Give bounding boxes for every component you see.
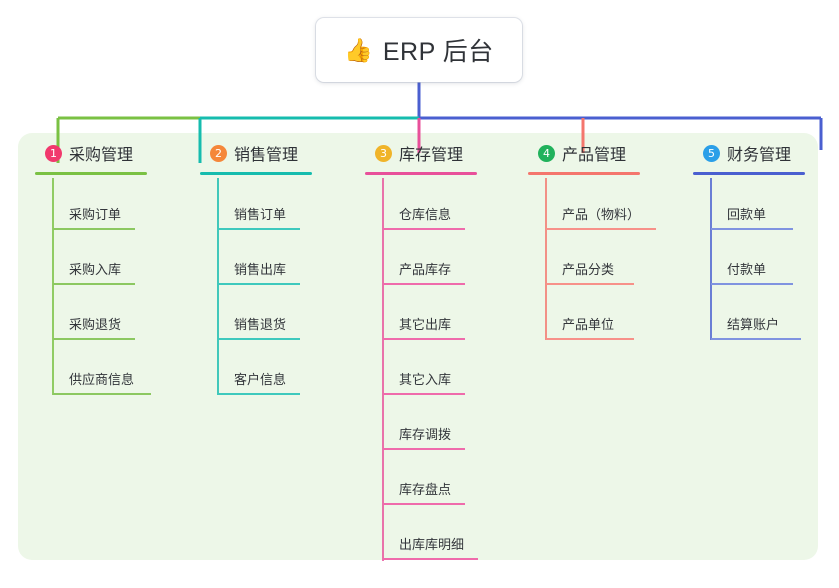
leaf-item[interactable]: 付款单 — [693, 230, 815, 285]
leaf-rule — [383, 228, 465, 230]
leaf-item[interactable]: 销售退货 — [200, 285, 318, 340]
leaf-label: 产品（物料） — [562, 207, 641, 222]
branch-title-4: 产品管理 — [562, 147, 627, 164]
branch-header-5[interactable]: 5 财务管理 — [693, 140, 815, 166]
leaf-label: 库存调拨 — [399, 427, 452, 442]
leaf-label: 销售出库 — [234, 262, 287, 277]
leaf-rule — [383, 448, 465, 450]
branches-panel — [18, 133, 818, 560]
leaf-rule — [546, 338, 634, 340]
leaf-label: 其它入库 — [399, 372, 452, 387]
root-title: ERP 后台 — [382, 38, 494, 66]
leaf-item[interactable]: 供应商信息 — [35, 340, 165, 395]
leaf-label: 产品库存 — [399, 262, 452, 277]
leaf-rule — [711, 228, 793, 230]
leaf-item[interactable]: 采购订单 — [35, 175, 165, 230]
leaf-item[interactable]: 销售订单 — [200, 175, 318, 230]
leaf-label: 客户信息 — [234, 372, 287, 387]
branch-column-3: 3 库存管理 仓库信息 产品库存 其它出库 其它入库 库存调拨 库存盘点 — [365, 140, 483, 560]
leaf-rule — [53, 228, 135, 230]
leaf-rule — [218, 228, 300, 230]
leaf-label: 付款单 — [727, 262, 767, 277]
leaf-rule — [53, 338, 135, 340]
leaf-rule — [383, 503, 465, 505]
leaf-rule — [711, 283, 793, 285]
leaf-label: 采购入库 — [69, 262, 122, 277]
leaf-rule — [53, 393, 151, 395]
root-node[interactable]: 👍 ERP 后台 — [316, 18, 522, 82]
leaf-item[interactable]: 产品分类 — [528, 230, 656, 285]
leaf-rule — [53, 283, 135, 285]
leaf-item[interactable]: 产品库存 — [365, 230, 483, 285]
leaf-rule — [711, 338, 801, 340]
leaf-label: 采购订单 — [69, 207, 122, 222]
leaf-item[interactable]: 采购退货 — [35, 285, 165, 340]
branch-title-3: 库存管理 — [399, 147, 464, 164]
leaf-item[interactable]: 销售出库 — [200, 230, 318, 285]
branch-column-5: 5 财务管理 回款单 付款单 结算账户 — [693, 140, 815, 340]
leaf-label: 产品单位 — [562, 317, 615, 332]
leaf-rule — [546, 283, 634, 285]
branch-header-2[interactable]: 2 销售管理 — [200, 140, 318, 166]
leaf-rule — [383, 283, 465, 285]
leaf-label: 采购退货 — [69, 317, 122, 332]
leaf-label: 结算账户 — [727, 317, 780, 332]
leaf-label: 回款单 — [727, 207, 767, 222]
leaf-label: 供应商信息 — [69, 372, 135, 387]
branch-title-5: 财务管理 — [727, 147, 792, 164]
leaf-rule — [218, 338, 300, 340]
branch-badge-2: 2 — [210, 144, 227, 162]
leaf-item[interactable]: 库存盘点 — [365, 450, 483, 505]
branch-header-1[interactable]: 1 采购管理 — [35, 140, 165, 166]
branch-rule-5 — [693, 172, 805, 175]
leaf-item[interactable]: 结算账户 — [693, 285, 815, 340]
leaf-rule — [383, 393, 465, 395]
leaf-item[interactable]: 其它出库 — [365, 285, 483, 340]
leaf-rule — [546, 228, 656, 230]
leaf-rule — [218, 393, 300, 395]
branch-column-2: 2 销售管理 销售订单 销售出库 销售退货 客户信息 — [200, 140, 318, 395]
leaf-rule — [383, 558, 478, 560]
leaf-label: 库存盘点 — [399, 482, 452, 497]
leaf-label: 销售订单 — [234, 207, 287, 222]
branch-title-1: 采购管理 — [69, 147, 134, 164]
leaf-item[interactable]: 客户信息 — [200, 340, 318, 395]
leaf-item[interactable]: 仓库信息 — [365, 175, 483, 230]
branch-badge-1: 1 — [45, 144, 62, 162]
branch-header-3[interactable]: 3 库存管理 — [365, 140, 483, 166]
leaf-label: 销售退货 — [234, 317, 287, 332]
leaf-label: 其它出库 — [399, 317, 452, 332]
leaf-label: 产品分类 — [562, 262, 615, 277]
leaf-item[interactable]: 出库库明细 — [365, 505, 483, 560]
branch-badge-5: 5 — [703, 144, 720, 162]
branch-header-4[interactable]: 4 产品管理 — [528, 140, 656, 166]
leaf-rule — [218, 283, 300, 285]
leaf-item[interactable]: 产品单位 — [528, 285, 656, 340]
leaf-item[interactable]: 采购入库 — [35, 230, 165, 285]
branch-rule-2 — [200, 172, 312, 175]
leaf-label: 仓库信息 — [399, 207, 452, 222]
leaf-label: 出库库明细 — [399, 537, 465, 552]
branch-badge-3: 3 — [375, 144, 392, 162]
leaf-item[interactable]: 其它入库 — [365, 340, 483, 395]
branch-column-4: 4 产品管理 产品（物料） 产品分类 产品单位 — [528, 140, 656, 340]
branch-rule-3 — [365, 172, 477, 175]
branch-rule-4 — [528, 172, 640, 175]
branch-title-2: 销售管理 — [234, 147, 299, 164]
leaf-rule — [383, 338, 465, 340]
branch-column-1: 1 采购管理 采购订单 采购入库 采购退货 供应商信息 — [35, 140, 165, 395]
leaf-item[interactable]: 回款单 — [693, 175, 815, 230]
thumbs-up-icon: 👍 — [344, 36, 373, 63]
branch-rule-1 — [35, 172, 147, 175]
leaf-item[interactable]: 库存调拨 — [365, 395, 483, 450]
branch-badge-4: 4 — [538, 144, 555, 162]
leaf-item[interactable]: 产品（物料） — [528, 175, 656, 230]
